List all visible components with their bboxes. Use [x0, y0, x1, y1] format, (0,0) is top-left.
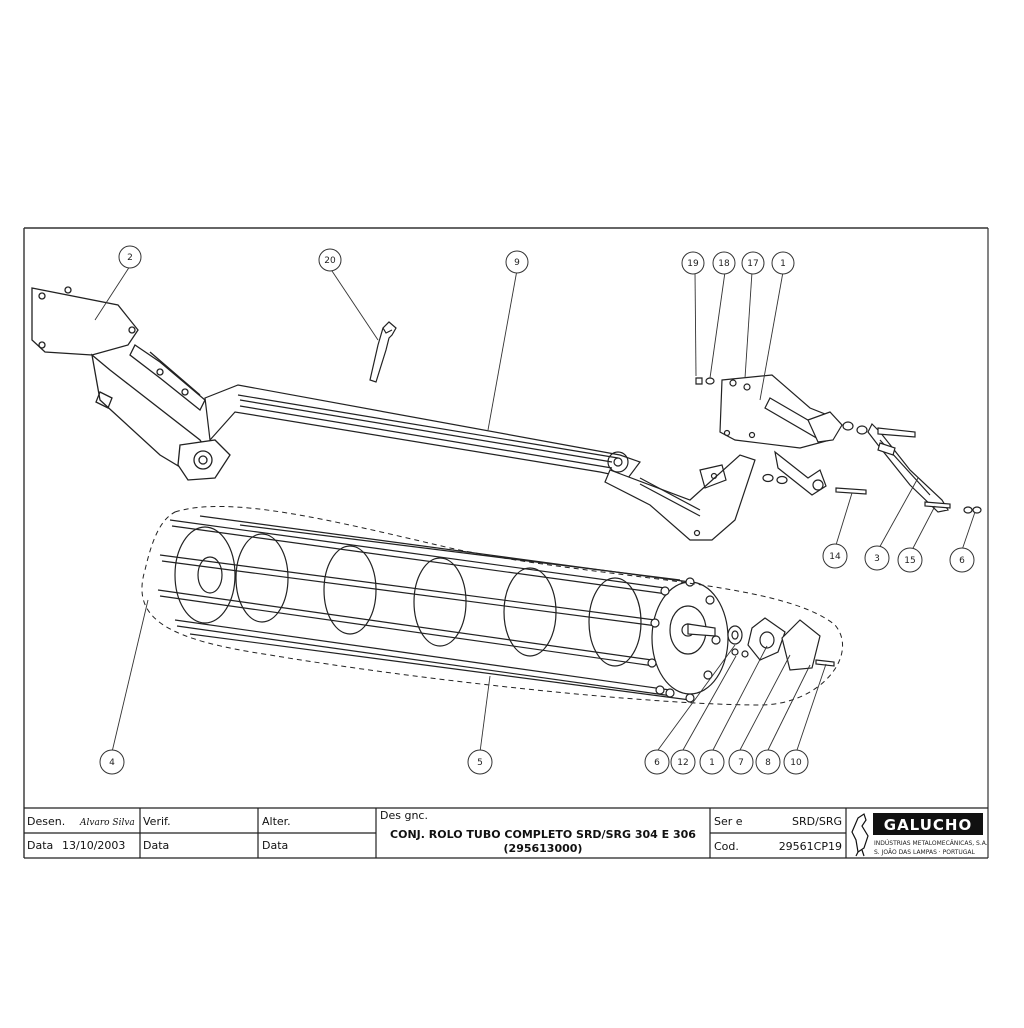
- callout-20: 20: [324, 256, 336, 266]
- callout-3: 3: [874, 554, 880, 564]
- callout-12: 12: [677, 758, 688, 768]
- serie-label: Ser e: [714, 815, 743, 828]
- tube-roller-cage: [157, 515, 729, 703]
- company-name-line: INDÚSTRIAS METALOMECÂNICAS, S.A.: [874, 840, 988, 847]
- company-location-line: S. JOÃO DAS LAMPAS · PORTUGAL: [874, 849, 975, 856]
- drafter-signature: Alvaro Silva: [79, 818, 135, 828]
- callout-17: 17: [747, 259, 758, 269]
- date-label-3: Data: [262, 839, 288, 852]
- callout-8: 8: [765, 758, 771, 768]
- title-block: Desen. Alvaro Silva Verif. Alter. Data 1…: [24, 807, 988, 859]
- date-value-1: 13/10/2003: [62, 839, 125, 852]
- company-logo: GALUCHO INDÚSTRIAS METALOMECÂNICAS, S.A.…: [851, 813, 988, 857]
- date-label-2: Data: [143, 839, 169, 852]
- drawing-title: CONJ. ROLO TUBO COMPLETO SRD/SRG 304 E 3…: [390, 828, 696, 841]
- callout-9: 9: [514, 258, 520, 268]
- callout-4: 4: [109, 758, 115, 768]
- callout-bubbles: [99, 245, 975, 775]
- verificou-label: Verif.: [143, 815, 171, 828]
- main-tube-beam: [204, 384, 756, 541]
- roller-group-dashed-outline: [141, 505, 843, 706]
- callout-1-bottom: 1: [709, 758, 715, 768]
- callout-1-top: 1: [780, 259, 786, 269]
- brand-plate: [873, 813, 983, 835]
- date-label-1: Data: [27, 839, 53, 852]
- callout-5: 5: [477, 758, 483, 768]
- right-support-bracket: [695, 374, 982, 514]
- wrench-tool: [369, 321, 397, 383]
- callout-10: 10: [790, 758, 802, 768]
- callout-2: 2: [127, 253, 133, 263]
- serie-value: SRD/SRG: [792, 815, 842, 828]
- callout-19: 19: [687, 259, 699, 269]
- designacao-label: Des gnc.: [380, 809, 428, 822]
- company-brand: GALUCHO: [884, 816, 972, 834]
- desenhou-label: Desen.: [27, 815, 65, 828]
- callout-15: 15: [904, 556, 915, 566]
- rooster-emblem-icon: [851, 813, 869, 857]
- codigo-label: Cod.: [714, 840, 739, 853]
- bearing-assembly: [727, 617, 835, 671]
- callout-6-bottom: 6: [654, 758, 660, 768]
- callout-7: 7: [738, 758, 744, 768]
- alteracao-label: Alter.: [262, 815, 291, 828]
- callout-6-top: 6: [959, 556, 965, 566]
- callout-14: 14: [829, 552, 841, 562]
- drawing-part-number: (295613000): [504, 842, 583, 855]
- codigo-value: 29561CP19: [779, 840, 842, 853]
- leader-lines: [94, 265, 976, 753]
- callout-labels: 2 20 9 19 18 17 1 14 3 15 6 4 5 6 12 1 7…: [109, 253, 965, 768]
- left-support-arm: [31, 286, 231, 481]
- callout-18: 18: [718, 259, 730, 269]
